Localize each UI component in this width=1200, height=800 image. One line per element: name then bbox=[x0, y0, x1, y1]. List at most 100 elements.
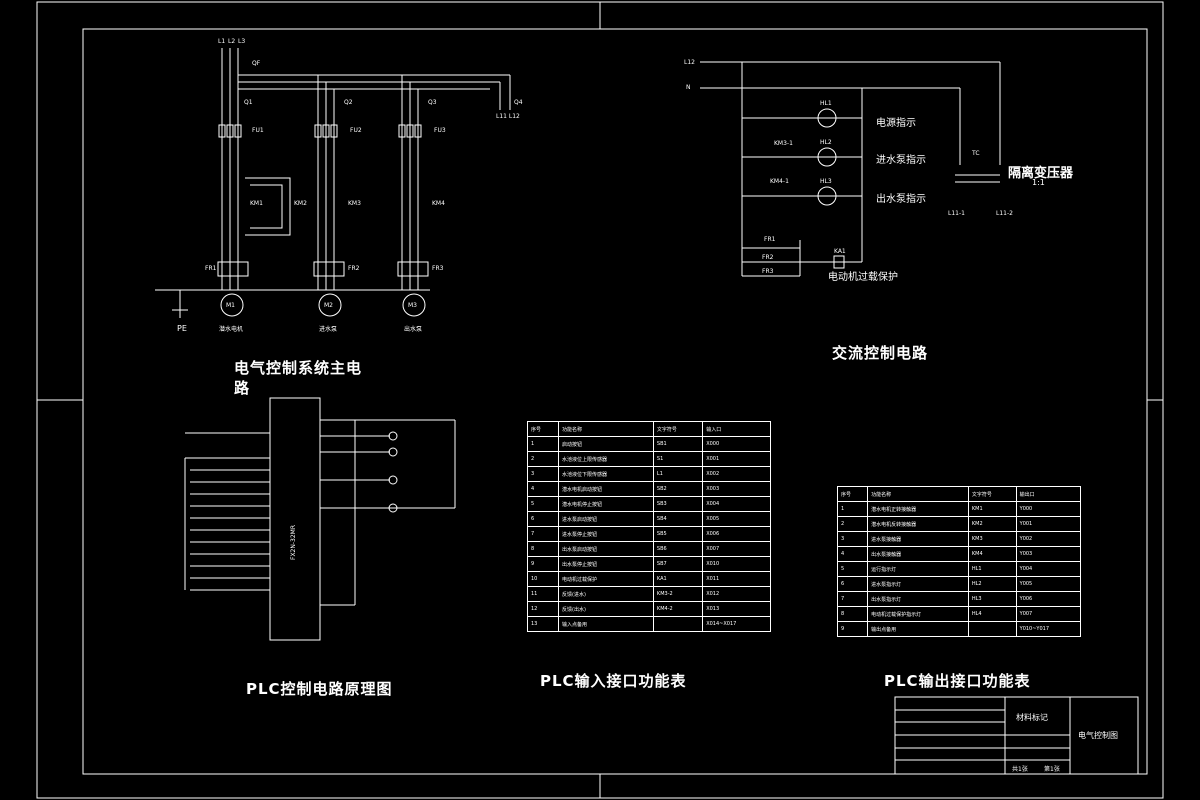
table-cell: 进水泵启动按钮 bbox=[558, 511, 654, 527]
table-cell: 5 bbox=[526, 496, 560, 512]
table-cell: 6 bbox=[836, 576, 869, 592]
table-cell: Y002 bbox=[1015, 531, 1082, 547]
overload-protection-text: 电动机过载保护 bbox=[828, 272, 898, 283]
table-cell: 进水泵指示灯 bbox=[867, 576, 969, 592]
motor3-name: 出水泵 bbox=[404, 326, 423, 333]
table-header-cell: 功能名称 bbox=[558, 421, 654, 437]
fr3-label: FR3 bbox=[432, 265, 444, 272]
main-circuit-diagram bbox=[155, 48, 511, 318]
table-cell: 2 bbox=[836, 516, 869, 532]
table-cell: 3 bbox=[526, 466, 560, 482]
table-cell: X005 bbox=[702, 511, 771, 527]
table-cell: 6 bbox=[526, 511, 560, 527]
table-header-row: 序号功能名称文字符号输出口 bbox=[836, 486, 1082, 502]
km2-label: KM2 bbox=[294, 200, 307, 207]
table-cell: 潜水电机启动按钮 bbox=[558, 481, 654, 497]
table-cell: 反馈(进水) bbox=[558, 586, 654, 602]
table-cell: SB1 bbox=[652, 436, 704, 452]
table-cell: 电动机过载保护 bbox=[558, 571, 654, 587]
table-cell: X001 bbox=[702, 451, 771, 467]
table-cell: X012 bbox=[702, 586, 771, 602]
table-cell: KM4-2 bbox=[652, 601, 704, 617]
table-cell: HL3 bbox=[967, 591, 1017, 607]
ac-input-n: N bbox=[686, 84, 691, 91]
ac-fr2-label: FR2 bbox=[762, 254, 774, 261]
table-cell: Y005 bbox=[1015, 576, 1082, 592]
m3-label: M3 bbox=[408, 302, 417, 309]
table-cell: HL4 bbox=[967, 606, 1017, 622]
fu3-label: FU3 bbox=[434, 127, 446, 134]
output-table-title: PLC输出接口功能表 bbox=[884, 672, 1031, 690]
m2-label: M2 bbox=[324, 302, 333, 309]
transformer-ratio: 1:1 bbox=[1032, 178, 1045, 187]
table-cell: 4 bbox=[526, 481, 560, 497]
pe-label: PE bbox=[177, 324, 187, 333]
table-cell: Y000 bbox=[1015, 501, 1082, 517]
table-cell: Y007 bbox=[1015, 606, 1082, 622]
table-cell: 电动机过载保护指示灯 bbox=[867, 606, 969, 622]
table-header-row: 序号功能名称文字符号输入口 bbox=[526, 421, 771, 437]
table-cell: 2 bbox=[526, 451, 560, 467]
sheet-count: 共1张 bbox=[1012, 766, 1028, 773]
q3-label: Q3 bbox=[428, 99, 437, 106]
table-cell: KM3-2 bbox=[652, 586, 704, 602]
motor1-name: 潜水电机 bbox=[219, 326, 244, 333]
motor2-name: 进水泵 bbox=[319, 326, 338, 333]
plc-diagram bbox=[184, 397, 456, 641]
km4-label: KM4 bbox=[432, 200, 445, 207]
drawing-frame bbox=[36, 1, 1164, 799]
table-cell: X006 bbox=[702, 526, 771, 542]
table-cell: 水池液位上限传感器 bbox=[558, 451, 654, 467]
table-cell: S1 bbox=[652, 451, 704, 467]
q1-label: Q1 bbox=[244, 99, 253, 106]
km3-label: KM3 bbox=[348, 200, 361, 207]
table-cell: 出水泵启动按钮 bbox=[558, 541, 654, 557]
table-cell: 进水泵接触器 bbox=[867, 531, 969, 547]
power-indicator-text: 电源指示 bbox=[876, 118, 916, 129]
ac-control-circuit bbox=[700, 61, 1001, 277]
table-cell: X007 bbox=[702, 541, 771, 557]
table-cell: 8 bbox=[526, 541, 560, 557]
l11-l12-label: L11 L12 bbox=[496, 113, 520, 120]
ac-circuit-title: 交流控制电路 bbox=[832, 344, 929, 362]
drawing-name: 电气控制图 bbox=[1078, 731, 1118, 740]
plc-model-label: FX2N-32MR bbox=[290, 524, 297, 560]
plc-circuit-title: PLC控制电路原理图 bbox=[246, 680, 393, 698]
table-cell: 出水泵停止按钮 bbox=[558, 556, 654, 572]
table-cell: 出水泵指示灯 bbox=[867, 591, 969, 607]
ac-fr3-label: FR3 bbox=[762, 268, 774, 275]
table-cell: 输出点备用 bbox=[867, 621, 969, 637]
table-header-cell: 序号 bbox=[836, 486, 869, 502]
phase-l2: L2 bbox=[228, 38, 236, 45]
table-cell: SB6 bbox=[652, 541, 704, 557]
inlet-pump-indicator-text: 进水泵指示 bbox=[876, 155, 926, 166]
table-cell: KM4 bbox=[967, 546, 1017, 562]
table-cell: 1 bbox=[836, 501, 869, 517]
ac-input-l12: L12 bbox=[684, 59, 695, 66]
fu2-label: FU2 bbox=[350, 127, 362, 134]
phase-l3: L3 bbox=[238, 38, 246, 45]
table-cell: 出水泵接触器 bbox=[867, 546, 969, 562]
ka1-label: KA1 bbox=[834, 248, 846, 255]
table-cell bbox=[652, 616, 704, 632]
km3-1-label: KM3-1 bbox=[774, 140, 793, 147]
km1-label: KM1 bbox=[250, 200, 263, 207]
table-cell: SB3 bbox=[652, 496, 704, 512]
table-cell: 3 bbox=[836, 531, 869, 547]
